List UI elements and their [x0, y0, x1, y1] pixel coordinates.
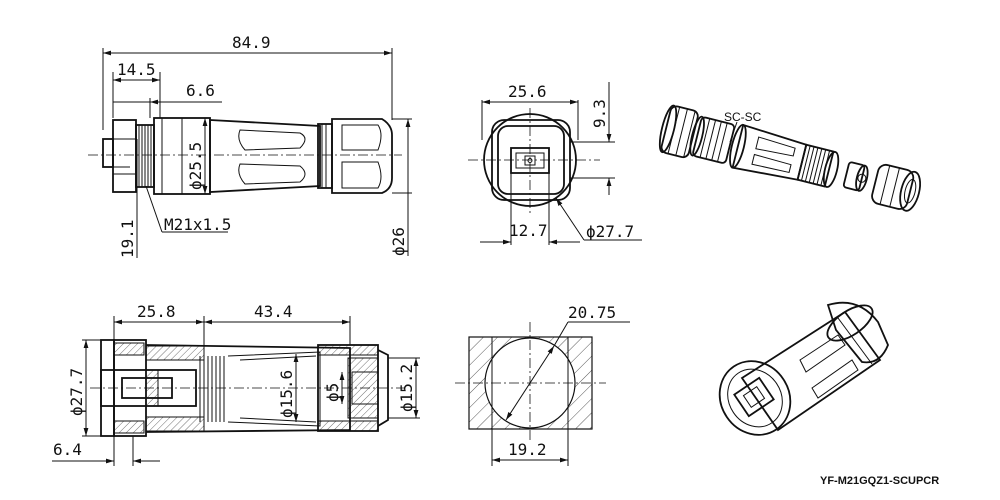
dim-flange-thickness: 6.4 [53, 440, 82, 459]
dim-front-outer-diameter: ϕ27.7 [586, 222, 634, 241]
thread-spec: M21x1.5 [164, 215, 231, 234]
dim-body-diameter: ϕ25.5 [186, 142, 205, 190]
rear-cap [331, 118, 393, 194]
dim-flange-height: 19.1 [118, 219, 137, 258]
dim-slot-width: 12.7 [509, 221, 548, 240]
panel-cutout: 20.75 19.2 [455, 303, 630, 466]
dim-section-left-length: 25.8 [137, 302, 176, 321]
exploded-view [658, 104, 922, 212]
dim-max-diameter: ϕ26 [389, 227, 408, 256]
dim-section-inner-diameter: ϕ15.6 [277, 370, 296, 418]
section-view: 25.8 43.4 [52, 302, 420, 466]
dim-hole-diameter: 20.75 [568, 303, 616, 322]
section-thread [199, 356, 225, 422]
exploded-seal [842, 161, 869, 192]
assembled-sc-port [733, 376, 775, 418]
flange-nut [112, 119, 137, 193]
dim-section-right-length: 43.4 [254, 302, 293, 321]
side-view: 84.9 14.5 6.6 [88, 33, 412, 258]
part-number: YF-M21GQZ1-SCUPCR [820, 475, 939, 487]
dim-overall-length: 84.9 [232, 33, 271, 52]
dim-cable-diameter: ϕ5 [323, 383, 342, 402]
exploded-rear-cap [871, 163, 922, 212]
exploded-nut [658, 104, 699, 159]
front-view: 25.6 9.3 12.7 ϕ27.7 [468, 82, 642, 245]
dim-end-diameter: ϕ15.2 [397, 364, 416, 412]
dim-nut-width: 14.5 [117, 60, 156, 79]
dim-front-width: 25.6 [508, 82, 547, 101]
dim-flat-width: 19.2 [508, 440, 547, 459]
front-tip [102, 138, 114, 168]
assembled-view [718, 301, 889, 436]
dim-body-offset: 6.6 [186, 81, 215, 100]
tapered-body [209, 119, 321, 193]
exploded-label: SC-SC [724, 110, 762, 124]
exploded-coupling [689, 115, 736, 164]
dim-front-offset: 9.3 [590, 99, 609, 128]
dim-section-outer-diameter: ϕ27.7 [67, 368, 86, 416]
section-end-cap [377, 349, 389, 427]
exploded-body [729, 123, 840, 188]
